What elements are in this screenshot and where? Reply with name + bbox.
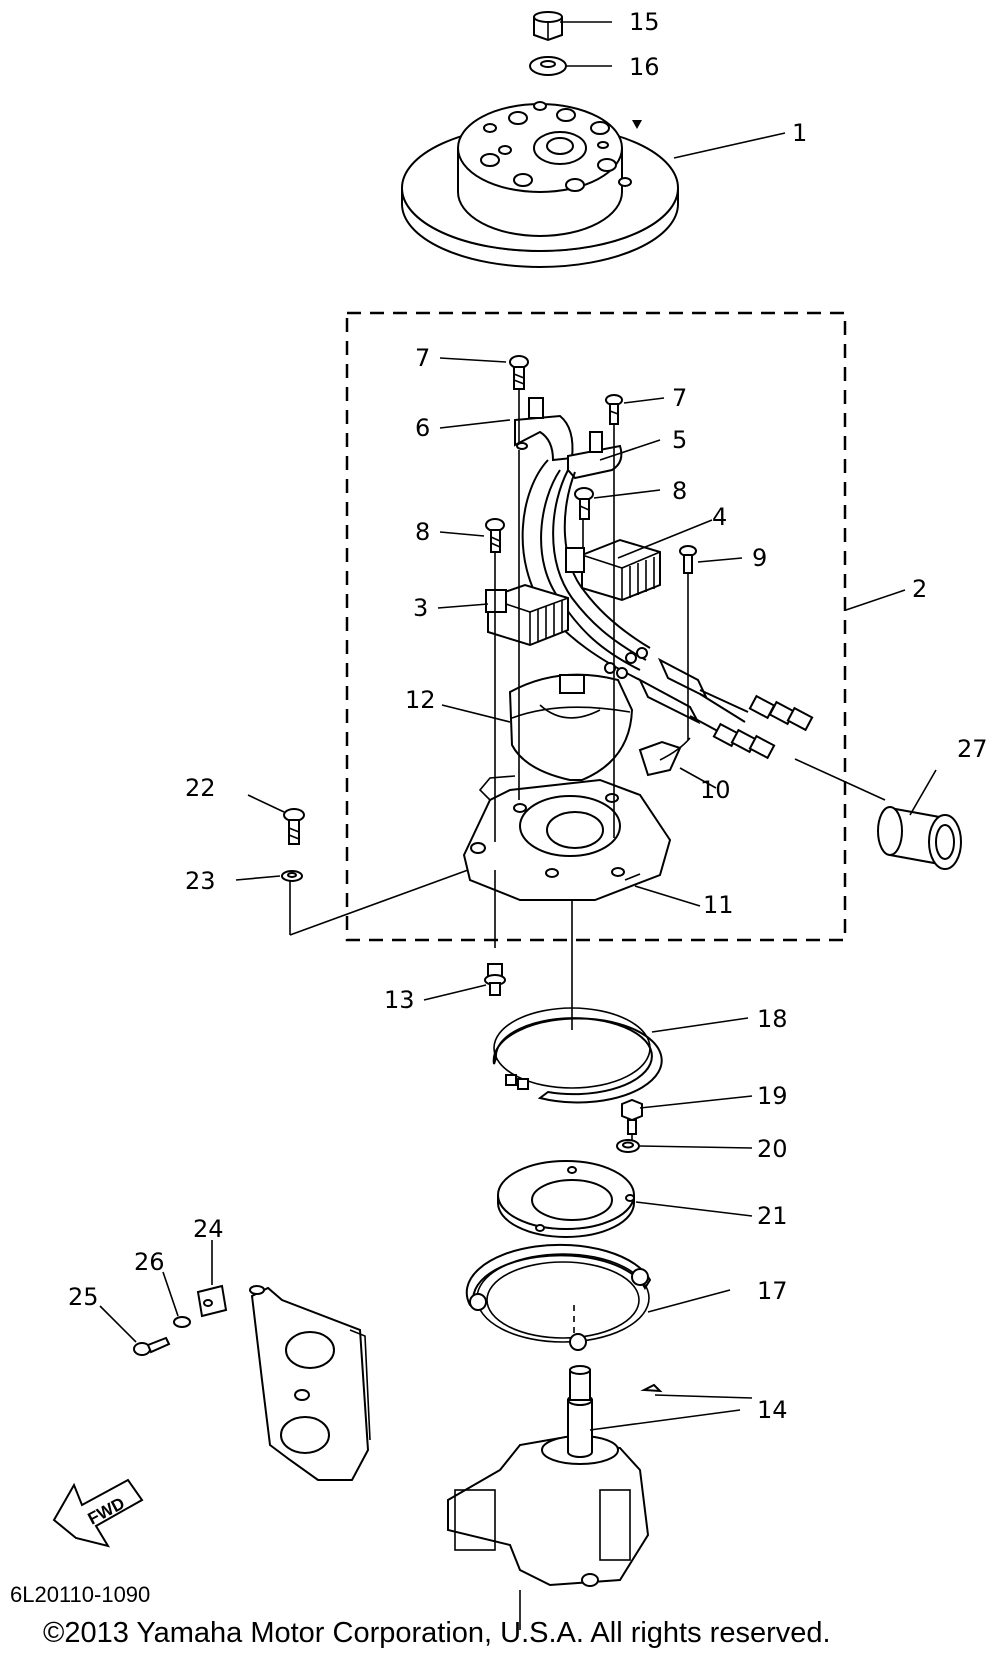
callout-2: 2 [912, 575, 927, 603]
gasket-17 [465, 1243, 652, 1351]
copyright-notice: ©2013 Yamaha Motor Corporation, U.S.A. A… [43, 1617, 831, 1649]
callout-20: 20 [757, 1135, 788, 1163]
part-code: 6L20110-1090 [10, 1582, 150, 1607]
callout-25: 25 [68, 1283, 99, 1311]
callout-13: 13 [384, 986, 415, 1014]
callout-27: 27 [957, 735, 988, 763]
cable-clamp-24 [196, 1284, 228, 1318]
wire-connectors [604, 647, 814, 760]
callout-10: 10 [700, 776, 731, 804]
callout-6: 6 [415, 414, 430, 442]
callout-4: 4 [712, 503, 727, 531]
wire-bracket-5 [567, 431, 623, 480]
flywheel [401, 101, 679, 268]
lighting-coil-12 [508, 673, 634, 781]
callout-3: 3 [413, 594, 428, 622]
callout-7-right: 7 [672, 384, 687, 412]
callout-21: 21 [757, 1202, 788, 1230]
callout-8-upper: 8 [672, 477, 687, 505]
callout-22: 22 [185, 774, 216, 802]
callout-8-left: 8 [415, 518, 430, 546]
callout-5: 5 [672, 426, 687, 454]
flywheel-nut [533, 10, 563, 42]
screw-8-upper [574, 487, 594, 520]
callout-9: 9 [752, 544, 767, 572]
crankcase [447, 1365, 663, 1630]
callout-labels: 15 16 1 7 7 6 5 8 8 4 9 2 3 12 10 27 22 … [68, 8, 988, 1424]
flywheel-washer [529, 56, 567, 76]
fwd-arrow-icon: FWD [52, 1478, 144, 1548]
intake-manifold [249, 1285, 371, 1481]
callout-15: 15 [629, 8, 660, 36]
callout-19: 19 [757, 1082, 788, 1110]
callout-26: 26 [134, 1248, 165, 1276]
screw-25 [133, 1336, 171, 1356]
charge-coil-4 [565, 538, 661, 602]
pulser-coil-3 [485, 583, 569, 647]
callout-12: 12 [405, 686, 436, 714]
callout-16: 16 [629, 53, 660, 81]
washer-23 [281, 870, 303, 882]
flange-plate-21 [497, 1160, 635, 1238]
screw-7-right [605, 394, 623, 425]
wire-bracket-6 [514, 397, 574, 462]
stator-assembly-box [345, 311, 847, 942]
screw-8-left [485, 518, 505, 553]
washer-20 [616, 1139, 640, 1153]
callout-17: 17 [757, 1277, 788, 1305]
rubber-cap-27 [877, 806, 962, 870]
bolt-19 [621, 1098, 643, 1135]
callout-7-left: 7 [415, 344, 430, 372]
bolt-13 [484, 963, 506, 996]
screw-22 [283, 808, 305, 845]
leader-lines [99, 21, 937, 1431]
retaining-ring-18 [492, 1007, 663, 1104]
callout-1: 1 [792, 119, 807, 147]
callout-14: 14 [757, 1396, 788, 1424]
stator-base-11 [462, 775, 672, 901]
washer-26 [173, 1316, 191, 1328]
screw-9 [679, 545, 697, 574]
callout-11: 11 [703, 891, 734, 919]
assembly-guide-lines [289, 390, 886, 1340]
callout-18: 18 [757, 1005, 788, 1033]
callout-24: 24 [193, 1215, 224, 1243]
callout-23: 23 [185, 867, 216, 895]
screw-7-left [509, 355, 529, 390]
